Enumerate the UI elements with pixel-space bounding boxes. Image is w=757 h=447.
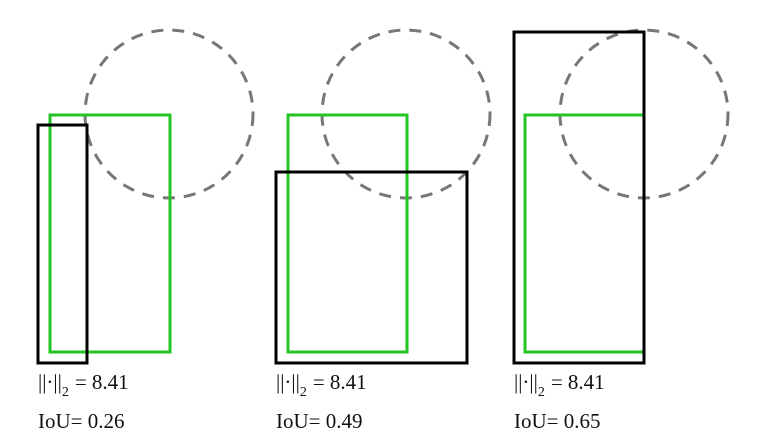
- norm-subscript: 2: [300, 385, 307, 400]
- norm-subscript: 2: [62, 385, 69, 400]
- norm-label: ||·||2 = 8.41: [514, 370, 605, 400]
- panel-2: ||·||2 = 8.41 IoU= 0.49: [274, 28, 492, 433]
- predicted-box: [274, 170, 469, 365]
- ground-truth-box: [286, 113, 409, 354]
- iou-label: IoU= 0.26: [38, 409, 125, 433]
- norm-label: ||·||2 = 8.41: [276, 370, 367, 400]
- norm-subscript: 2: [538, 385, 545, 400]
- norm-symbol: ||·||: [514, 370, 538, 394]
- norm-value: = 8.41: [551, 370, 605, 394]
- ground-truth-box: [523, 113, 646, 354]
- iou-label: IoU= 0.49: [276, 409, 363, 433]
- norm-value: = 8.41: [75, 370, 129, 394]
- norm-value: = 8.41: [313, 370, 367, 394]
- norm-symbol: ||·||: [38, 370, 62, 394]
- norm-symbol: ||·||: [276, 370, 300, 394]
- iou-label: IoU= 0.65: [514, 409, 601, 433]
- predicted-box: [36, 123, 89, 365]
- panel-1: ||·||2 = 8.41 IoU= 0.26: [36, 28, 255, 433]
- ground-truth-box: [48, 113, 172, 354]
- norm-label: ||·||2 = 8.41: [38, 370, 129, 400]
- predicted-box: [512, 30, 646, 365]
- panel-3: ||·||2 = 8.41 IoU= 0.65: [512, 28, 730, 433]
